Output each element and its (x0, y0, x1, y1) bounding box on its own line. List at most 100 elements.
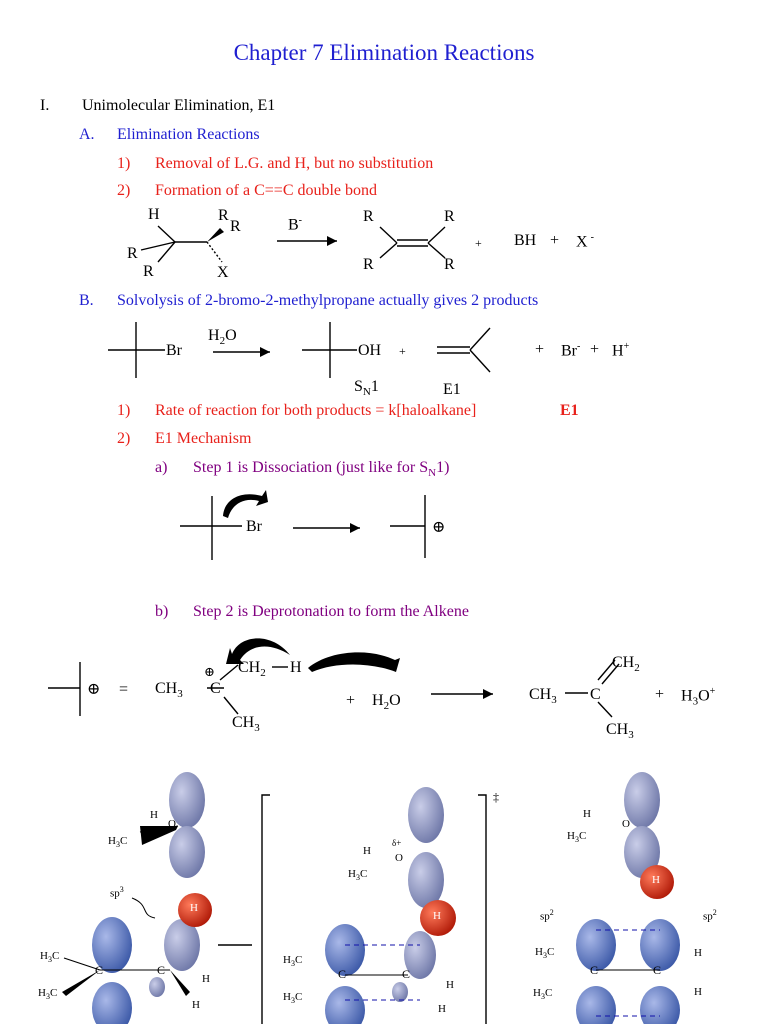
step2-CH3-left: CH3 (155, 680, 183, 701)
orb-right-O: O (622, 818, 630, 830)
orb-left-H-a: H (202, 973, 210, 985)
orb-left-H3C-a: H3C (40, 950, 60, 965)
rxn1-plus1: + (475, 236, 482, 250)
orb-right-C2: C (653, 963, 662, 977)
page-title: Chapter 7 Elimination Reactions (233, 40, 535, 65)
orb-mid-H3C: H3C (348, 868, 368, 883)
orb-mid-H3C-b: H3C (283, 991, 303, 1006)
orb-right-H-atom: H (652, 874, 660, 886)
orb-left-C1: C (95, 963, 104, 977)
rxn2-OH: OH (358, 342, 382, 359)
section-I-number: I. (40, 97, 50, 114)
rxn2-plus3: + (590, 341, 600, 358)
rxn2-plus1: + (399, 344, 406, 358)
item-B2-text: E1 Mechanism (155, 430, 252, 447)
orb-left-sp3: sp3 (110, 885, 124, 900)
rxn1-prod-R3: R (363, 256, 374, 273)
item-B1-tag: E1 (560, 402, 579, 419)
rxn2-SN1-label: SN1 (354, 378, 379, 399)
step2-prod-CH3-left: CH3 (529, 686, 557, 707)
step2-plus1: + (346, 692, 356, 709)
step-b-number: b) (155, 603, 169, 620)
item-A2-number: 2) (117, 182, 131, 199)
orbital-left-panel (62, 772, 212, 1024)
step1-cation: ⊕ (432, 519, 446, 536)
rxn1-R-top2: R (230, 218, 241, 235)
rxn1-R-top1: R (218, 207, 229, 224)
rxn2-Br-minus: Br- (561, 341, 581, 360)
orb-mid-H-atom: H (433, 910, 441, 922)
orb-left-H-atom: H (190, 902, 198, 914)
orb-right-sp2-right: sp2 (703, 908, 717, 923)
item-B2-number: 2) (117, 430, 131, 447)
step-a-text: Step 1 is Dissociation (just like for SN… (193, 459, 450, 480)
orb-right-H3C-a: H3C (535, 946, 555, 961)
step2-equals: = (119, 681, 129, 698)
step2-prod-CH2: CH2 (612, 654, 640, 675)
orb-right-H3C: H3C (567, 830, 587, 845)
rxn2-H-plus: H+ (612, 341, 630, 360)
step2-H: H (290, 659, 302, 676)
step-a-number: a) (155, 459, 168, 476)
step2-cation: ⊕ (87, 681, 101, 698)
orb-right-H-a: H (694, 947, 702, 959)
item-A1-text: Removal of L.G. and H, but no substituti… (155, 155, 434, 172)
orb-mid-delta: δ+ (392, 838, 402, 848)
orb-mid-C1: C (338, 967, 347, 981)
section-I-heading: Unimolecular Elimination, E1 (82, 97, 276, 114)
rxn2-plus2: + (535, 341, 545, 358)
rxn1-X-minus: X- (576, 232, 594, 251)
orb-right-sp2-left: sp2 (540, 908, 554, 923)
orb-dagger: ‡ (493, 790, 499, 804)
orb-left-O: O (168, 818, 176, 830)
item-B1-number: 1) (117, 402, 131, 419)
orbital-right-panel (576, 772, 680, 1024)
rxn2-H2O: H2O (208, 327, 237, 348)
orb-mid-O: O (395, 852, 403, 864)
step2-CH2: CH2 (238, 659, 266, 680)
rxn1-prod-R1: R (363, 208, 374, 225)
orb-right-H-b: H (694, 986, 702, 998)
orb-left-C2: C (157, 963, 166, 977)
rxn2-E1-label: E1 (443, 381, 461, 398)
item-A1-number: 1) (117, 155, 131, 172)
rxn2-Br: Br (166, 342, 182, 359)
step2-plus2: + (655, 686, 665, 703)
step2-prod-CH3-bottom: CH3 (606, 721, 634, 742)
transition-state-bracket (218, 794, 487, 1024)
orb-mid-H-b: H (438, 1003, 446, 1015)
orb-mid-C2: C (402, 967, 411, 981)
section-A-heading: Elimination Reactions (117, 126, 260, 143)
orb-mid-H: H (363, 845, 371, 857)
section-B-number: B. (79, 292, 94, 309)
item-A2-text: Formation of a C==C double bond (155, 182, 378, 199)
rxn1-R-left1: R (127, 245, 138, 262)
item-B1-text: Rate of reaction for both products = k[h… (155, 402, 477, 419)
orb-right-H: H (583, 808, 591, 820)
rxn1-prod-R4: R (444, 256, 455, 273)
rxn1-plus2: + (550, 232, 560, 249)
orb-mid-H-a: H (446, 979, 454, 991)
rxn1-prod-R2: R (444, 208, 455, 225)
step2-H2O: H2O (372, 692, 401, 713)
step2-C: C (210, 680, 221, 697)
step2-C-plus: ⊕ (204, 664, 215, 679)
rxn1-base: B- (288, 215, 303, 234)
step-b-text: Step 2 is Deprotonation to form the Alke… (193, 603, 469, 620)
step2-H3O-plus: H3O+ (681, 686, 716, 708)
step1-Br: Br (246, 518, 262, 535)
rxn1-X: X (217, 264, 229, 281)
orb-right-H3C-b: H3C (533, 987, 553, 1002)
orb-left-H-b: H (192, 999, 200, 1011)
section-A-number: A. (79, 126, 95, 143)
step2-CH3-bottom: CH3 (232, 714, 260, 735)
orb-left-H: H (150, 809, 158, 821)
rxn1-R-left2: R (143, 263, 154, 280)
rxn1-BH: BH (514, 232, 537, 249)
rxn1-H: H (148, 206, 160, 223)
orbital-middle-panel (325, 787, 456, 1024)
